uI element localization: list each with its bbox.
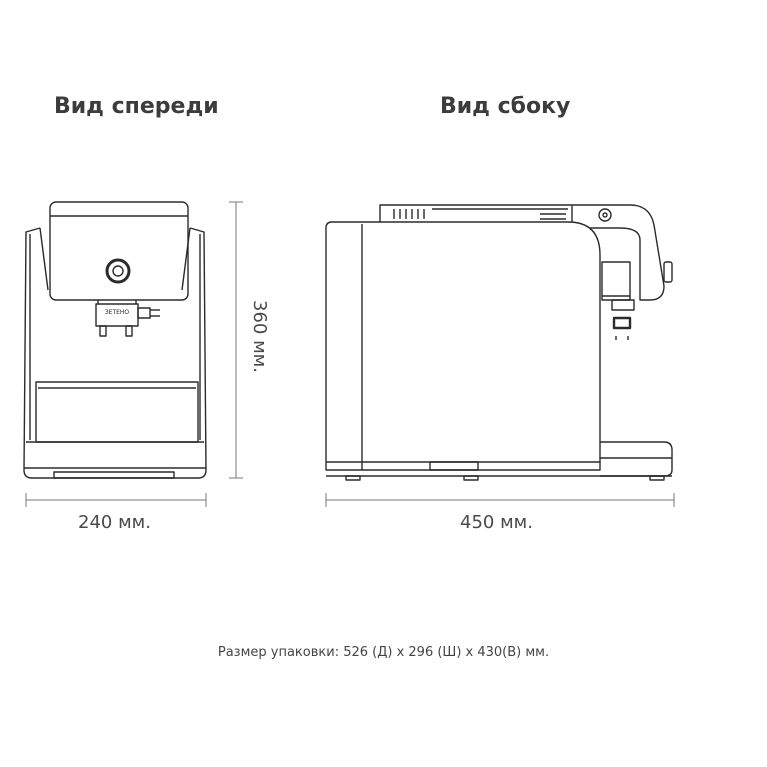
front-dimension-lines	[25, 201, 243, 507]
side-vent-grille	[393, 209, 425, 219]
front-knob	[105, 258, 131, 284]
package-size-note: Размер упаковки: 526 (Д) x 296 (Ш) x 430…	[217, 645, 550, 660]
length-dimension-label: 450 мм.	[460, 512, 533, 533]
front-view-title: Вид спереди	[54, 94, 219, 119]
side-spout	[612, 316, 632, 330]
front-head-block	[49, 201, 189, 301]
side-head	[572, 204, 665, 301]
side-view-title: Вид сбоку	[440, 94, 571, 119]
front-drip-window	[35, 381, 199, 443]
side-view-machine	[325, 204, 673, 481]
side-drip-tray	[600, 441, 673, 477]
side-dimension-lines	[325, 493, 675, 507]
side-tank-body	[325, 221, 601, 471]
width-dimension-label: 240 мм.	[78, 512, 151, 533]
brand-label: ЗЕТЕНО	[105, 309, 130, 316]
height-dimension-label: 360 мм.	[249, 300, 270, 373]
front-view-machine	[23, 201, 207, 479]
